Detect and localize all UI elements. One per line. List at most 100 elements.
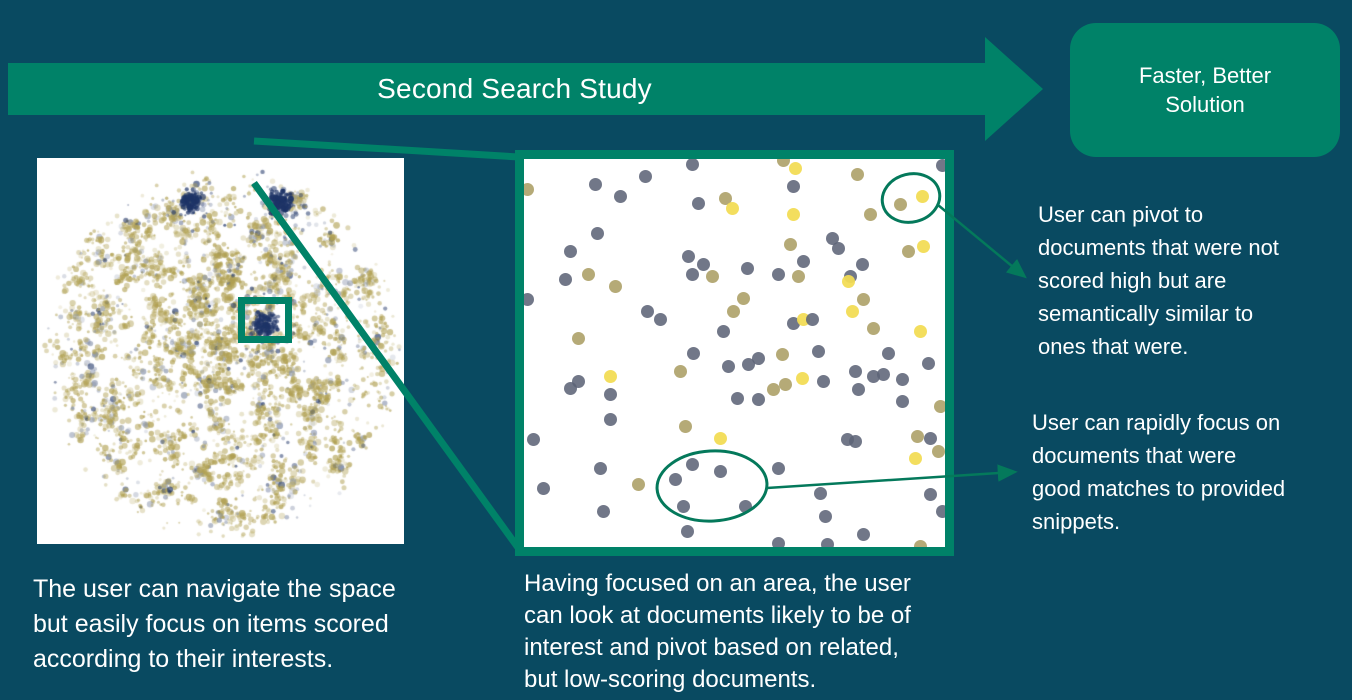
- focus-note-line1: User can rapidly focus on: [1032, 410, 1281, 435]
- scatter-dot: [686, 346, 700, 360]
- point-cloud: [37, 158, 404, 544]
- scatter-dot: [916, 239, 930, 253]
- scatter-dot: [716, 324, 730, 338]
- banner-arrow: Second Search Study: [8, 63, 985, 115]
- scatter-dot: [778, 377, 792, 391]
- scatter-dot: [766, 382, 780, 396]
- scatter-dot: [811, 344, 825, 358]
- scatter-dot: [893, 197, 907, 211]
- scatter-dot: [866, 369, 880, 383]
- scatter-dot: [776, 159, 790, 167]
- scatter-dot: [895, 394, 909, 408]
- scatter-dot: [856, 292, 870, 306]
- scatter-dot: [590, 226, 604, 240]
- scatter-dot: [608, 279, 622, 293]
- pivot-note-line1: User can pivot to: [1038, 202, 1204, 227]
- pivot-note: User can pivot to documents that were no…: [1038, 198, 1343, 363]
- outcome-box: Faster, Better Solution: [1070, 23, 1340, 157]
- scatter-dot: [721, 359, 735, 373]
- scatter-dot: [935, 504, 945, 518]
- zoomed-caption: Having focused on an area, the user can …: [524, 568, 969, 696]
- outcome-box-line1: Faster, Better: [1138, 63, 1272, 88]
- scatter-dot: [563, 244, 577, 258]
- scatter-dot: [841, 274, 855, 288]
- scatter-dot: [581, 267, 595, 281]
- scatter-dot: [855, 257, 869, 271]
- scatter-dot: [524, 292, 534, 306]
- scatter-dot: [786, 316, 800, 330]
- scatter-dot: [908, 451, 922, 465]
- scatter-dot: [786, 179, 800, 193]
- scatter-dot: [805, 312, 819, 326]
- scatter-dot: [931, 444, 945, 458]
- scatter-dot: [775, 347, 789, 361]
- scatter-dot: [848, 364, 862, 378]
- scatter-dot: [613, 189, 627, 203]
- scatter-dot: [866, 321, 880, 335]
- scatter-dot: [831, 241, 845, 255]
- scatter-dot: [571, 331, 585, 345]
- scatter-dot: [668, 472, 682, 486]
- scatter-dot: [558, 272, 572, 286]
- pivot-note-line5: ones that were.: [1038, 334, 1189, 359]
- zoomed-scatter-plot: [515, 150, 954, 556]
- scatter-dot: [653, 312, 667, 326]
- overview-scatter-plot: [37, 158, 404, 544]
- scatter-dot: [825, 231, 839, 245]
- scatter-dot: [705, 269, 719, 283]
- scatter-dot: [691, 196, 705, 210]
- banner-arrowhead: [985, 37, 1043, 141]
- scatter-dot: [713, 464, 727, 478]
- zoomed-caption-line4: but low-scoring documents.: [524, 666, 817, 693]
- zoom-region-square: [238, 297, 292, 343]
- focus-note-line2: documents that were: [1032, 443, 1237, 468]
- pivot-note-line4: semantically similar to: [1038, 301, 1254, 326]
- scatter-dot: [915, 189, 929, 203]
- focus-note: User can rapidly focus on documents that…: [1032, 406, 1342, 538]
- scatter-dot: [741, 357, 755, 371]
- scatter-dot: [640, 304, 654, 318]
- scatter-dot: [771, 536, 785, 547]
- scatter-dot: [751, 392, 765, 406]
- pivot-note-line2: documents that were not: [1038, 235, 1279, 260]
- scatter-dot: [910, 429, 924, 443]
- scatter-dot: [923, 431, 937, 445]
- scatter-dot: [850, 167, 864, 181]
- scatter-dot: [631, 477, 645, 491]
- scatter-dot: [736, 291, 750, 305]
- scatter-dot: [603, 369, 617, 383]
- scatter-dot: [685, 267, 699, 281]
- scatter-dot: [673, 364, 687, 378]
- scatter-dot: [685, 159, 699, 171]
- scatter-dot: [921, 356, 935, 370]
- banner-title: Second Search Study: [377, 73, 652, 104]
- scatter-dot: [820, 537, 834, 547]
- scatter-dot: [851, 382, 865, 396]
- scatter-dot: [816, 374, 830, 388]
- scatter-dot: [696, 257, 710, 271]
- scatter-dot: [738, 499, 752, 513]
- overview-caption-line3: according to their interests.: [33, 645, 334, 673]
- scatter-dot: [895, 372, 909, 386]
- scatter-dot: [681, 249, 695, 263]
- zoomed-caption-line1: Having focused on an area, the user: [524, 570, 911, 597]
- scatter-dot: [676, 499, 690, 513]
- scatter-dot: [933, 399, 945, 413]
- scatter-dot: [791, 269, 805, 283]
- scatter-dot: [524, 182, 534, 196]
- scatter-dot: [876, 367, 890, 381]
- scatter-dot: [685, 457, 699, 471]
- scatter-dot: [856, 527, 870, 541]
- scatter-dot: [730, 391, 744, 405]
- scatter-dot: [913, 324, 927, 338]
- scatter-dot: [795, 371, 809, 385]
- pivot-note-line3: scored high but are: [1038, 268, 1227, 293]
- focus-note-line3: good matches to provided: [1032, 476, 1286, 501]
- scatter-dot: [678, 419, 692, 433]
- scatter-dot: [713, 431, 727, 445]
- scatter-dot: [796, 254, 810, 268]
- scatter-dot: [901, 244, 915, 258]
- scatter-dot: [751, 351, 765, 365]
- scatter-dot: [845, 304, 859, 318]
